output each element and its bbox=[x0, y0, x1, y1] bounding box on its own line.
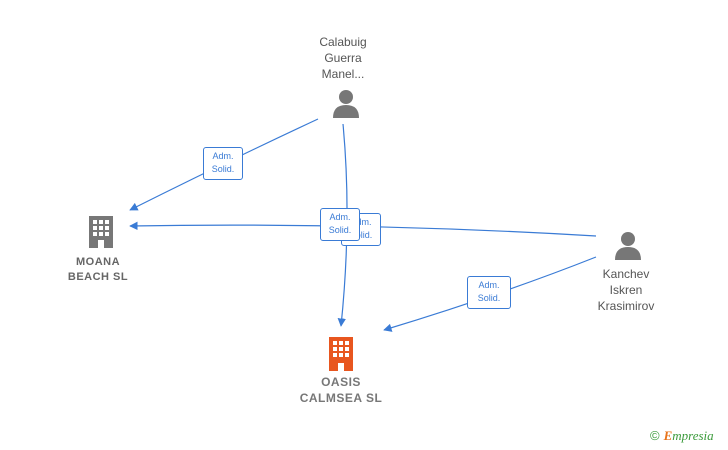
role-text: Solid. bbox=[211, 164, 235, 174]
company-name-line: BEACH SL bbox=[67, 271, 129, 283]
person-name-line: Iskren bbox=[609, 283, 643, 297]
role-text: Adm. bbox=[212, 151, 234, 161]
person-name-line: Guerra bbox=[324, 51, 362, 65]
person-icon[interactable] bbox=[614, 231, 642, 261]
company-label-moana[interactable]: MOANA BEACH SL bbox=[48, 255, 148, 285]
edge-label-calabuig-moana[interactable]: Adm. Solid. bbox=[203, 147, 243, 180]
role-text: Adm. bbox=[350, 217, 372, 227]
company-name-line: MOANA bbox=[75, 256, 121, 268]
role-text: Solid. bbox=[349, 230, 373, 240]
brand-name: mpresia bbox=[672, 428, 714, 443]
empresia-logo: ©Empresia bbox=[650, 428, 714, 444]
copyright-icon: © bbox=[650, 428, 660, 443]
company-label-oasis[interactable]: OASIS CALMSEA SL bbox=[279, 374, 403, 406]
building-icon[interactable] bbox=[326, 335, 356, 371]
person-label-calabuig[interactable]: Calabuig Guerra Manel... bbox=[293, 34, 393, 82]
person-label-kanchev[interactable]: Kanchev Iskren Krasimirov bbox=[576, 266, 676, 314]
role-text: Adm. bbox=[329, 212, 351, 222]
edge-label-kanchev-oasis[interactable]: Adm. Solid. bbox=[467, 276, 511, 309]
person-name-line: Manel... bbox=[321, 67, 365, 81]
building-icon[interactable] bbox=[86, 214, 116, 248]
role-text: Adm. bbox=[478, 280, 500, 290]
person-name-line: Krasimirov bbox=[597, 299, 655, 313]
person-icon[interactable] bbox=[332, 89, 360, 119]
person-name-line: Calabuig bbox=[319, 35, 367, 49]
role-text: Solid. bbox=[477, 293, 501, 303]
edge-label-calabuig-oasis[interactable]: Adm. Solid. bbox=[320, 208, 360, 241]
brand-initial: E bbox=[663, 428, 673, 443]
company-name-line: CALMSEA SL bbox=[299, 391, 383, 405]
company-name-line: OASIS bbox=[321, 375, 361, 389]
role-text: Solid. bbox=[328, 225, 352, 235]
person-name-line: Kanchev bbox=[602, 267, 650, 281]
